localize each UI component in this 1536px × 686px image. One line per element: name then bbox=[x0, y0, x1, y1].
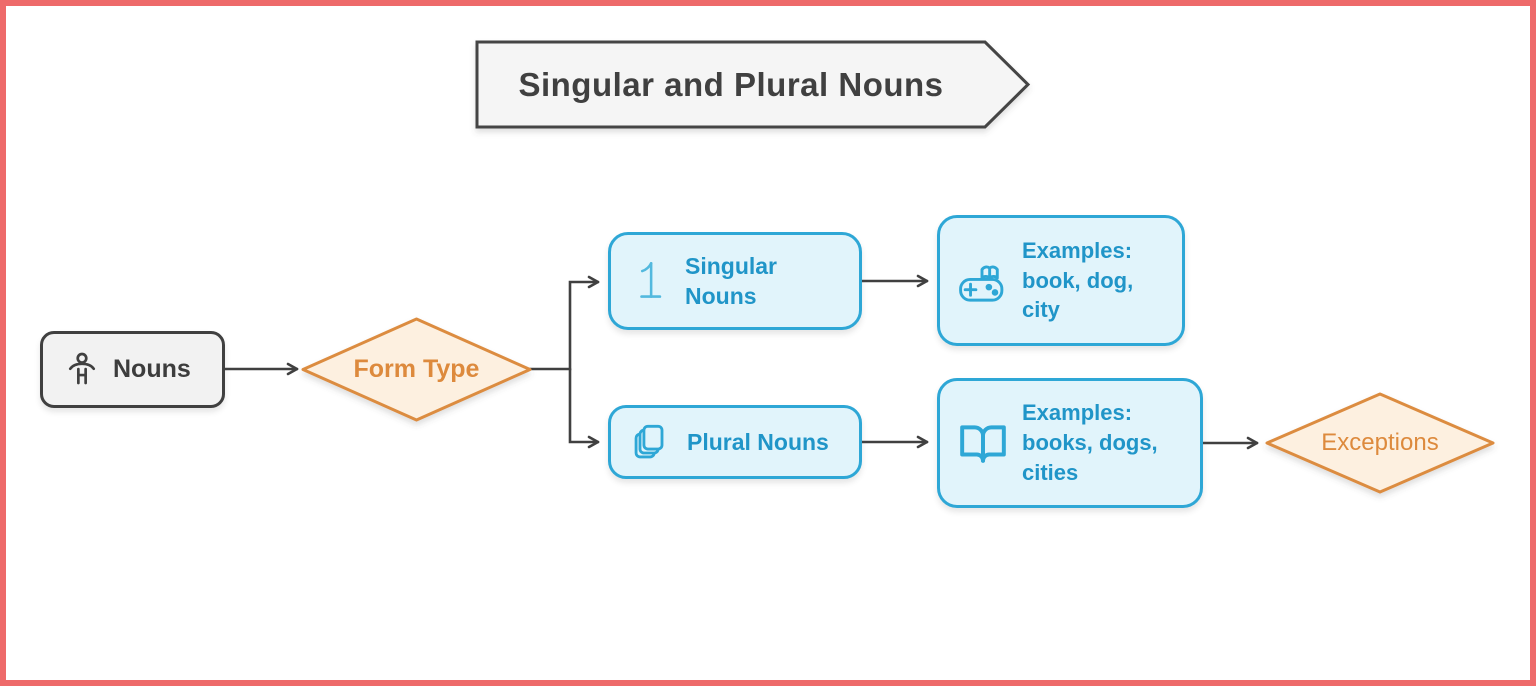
node-singular-examples-label: Examples: book, dog, city bbox=[1022, 237, 1134, 323]
node-plural-examples: Examples: books, dogs, cities bbox=[937, 378, 1203, 508]
title-banner-shape bbox=[475, 40, 1031, 129]
node-form-type-label: Form Type bbox=[353, 355, 480, 383]
number-one-icon bbox=[640, 262, 662, 298]
form-type-diamond-shape bbox=[301, 317, 532, 422]
node-plural-nouns-label: Plural Nouns bbox=[687, 428, 829, 455]
node-nouns-label: Nouns bbox=[113, 355, 191, 383]
connector-formtype-to-plural bbox=[568, 367, 600, 449]
node-singular-nouns: Singular Nouns bbox=[608, 232, 862, 330]
node-exceptions-label: Exceptions bbox=[1321, 429, 1439, 456]
connectors bbox=[223, 274, 1259, 450]
open-book-icon bbox=[960, 425, 1006, 463]
node-plural-examples-label: Examples: books, dogs, cities bbox=[1022, 400, 1158, 485]
exceptions-diamond-shape bbox=[1265, 392, 1495, 494]
game-controller-icon bbox=[959, 265, 1004, 302]
person-icon bbox=[68, 352, 96, 384]
node-nouns: Nouns bbox=[40, 331, 225, 408]
node-singular-nouns-label: Singular Nouns bbox=[685, 252, 778, 309]
stacked-pages-icon bbox=[634, 424, 664, 459]
node-singular-examples: Examples: book, dog, city bbox=[937, 215, 1185, 346]
diagram-title: Singular and Plural Nouns bbox=[518, 65, 944, 103]
connector-formtype-to-singular bbox=[528, 275, 600, 371]
node-plural-nouns: Plural Nouns bbox=[608, 405, 862, 479]
